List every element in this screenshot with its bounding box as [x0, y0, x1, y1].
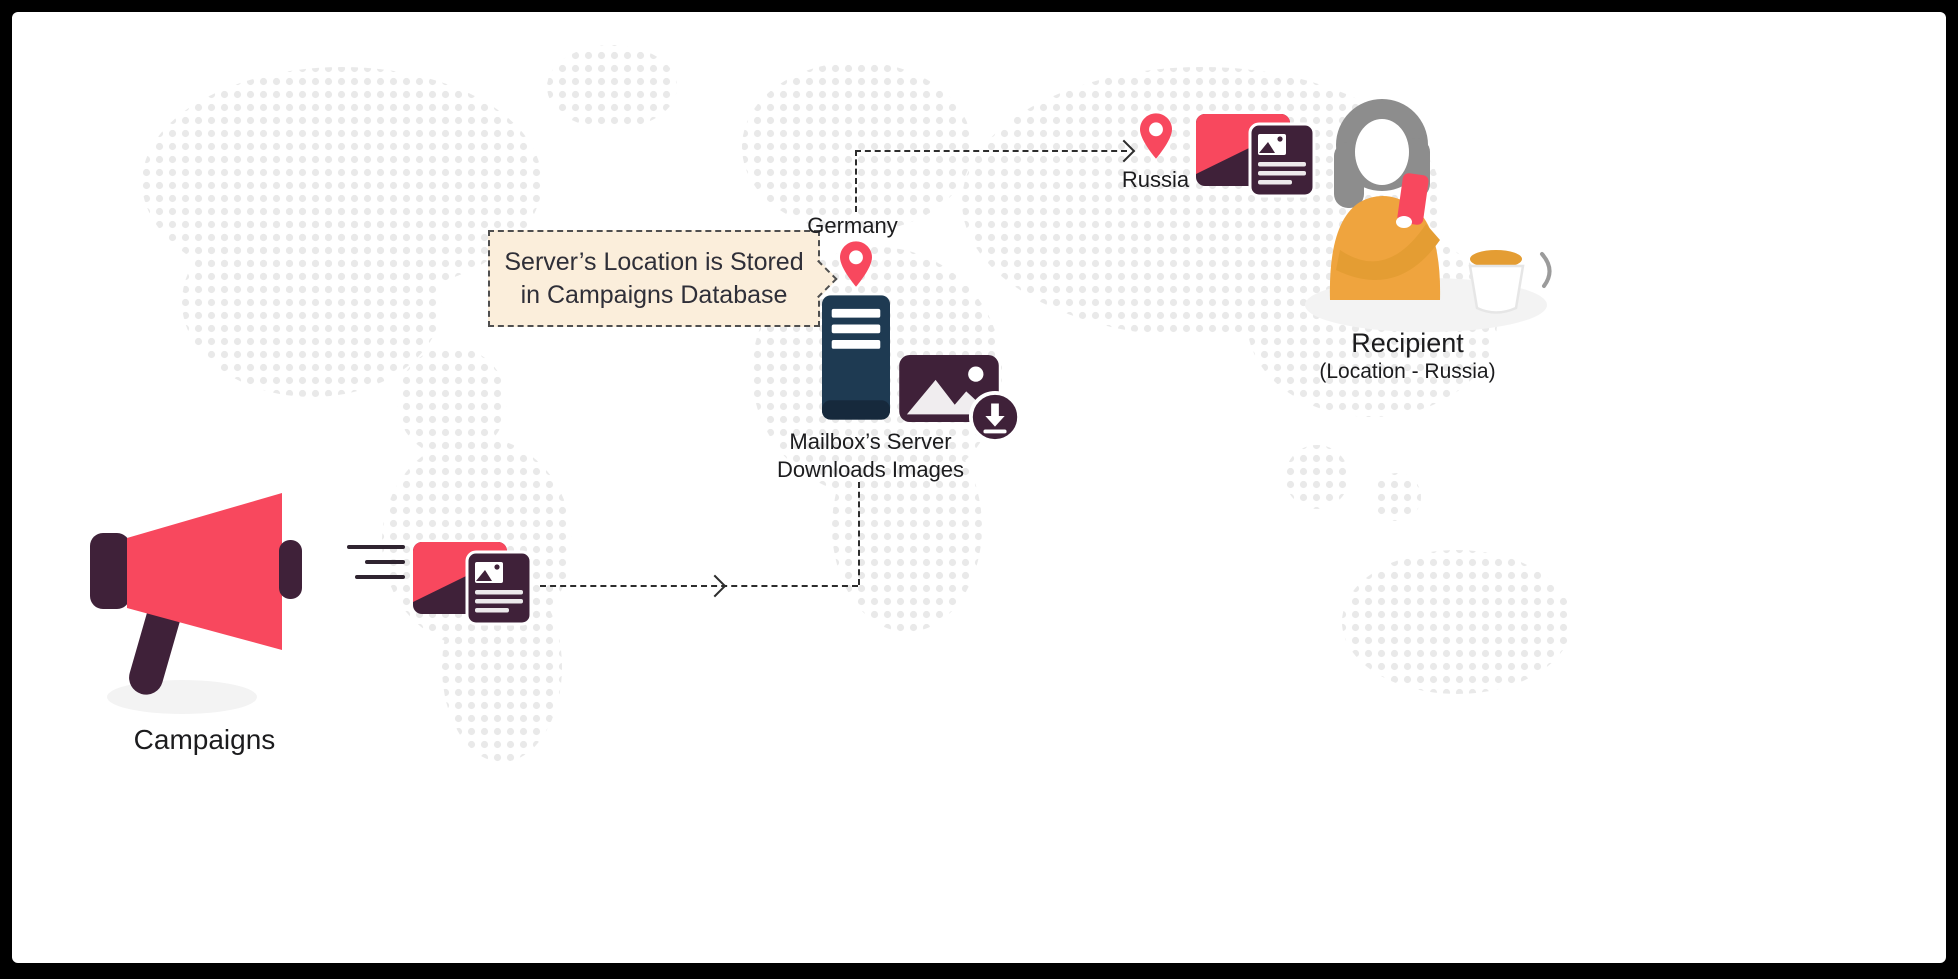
server-caption: Mailbox’s Server Downloads Images	[748, 428, 993, 483]
server-location-callout: Server’s Location is Stored in Campaigns…	[488, 230, 838, 327]
arrow-campaign-to-server-vertical	[858, 482, 860, 585]
campaigns-label: Campaigns	[133, 724, 276, 755]
recipient-label: Recipient	[1351, 328, 1464, 358]
download-badge-icon	[968, 390, 1022, 444]
germany-label: Germany	[807, 213, 898, 238]
world-map-dotted-background	[142, 45, 1572, 762]
arrow-server-to-russia-horizontal	[855, 150, 1127, 152]
germany-map-pin-icon	[840, 241, 872, 287]
speed-lines-icon	[345, 545, 405, 579]
arrow-campaign-to-server-horizontal	[540, 585, 858, 587]
server-caption-line2: Downloads Images	[776, 456, 965, 482]
delivered-email-envelope-icon	[1196, 114, 1316, 198]
russia-label: Russia	[1121, 167, 1190, 192]
callout-line1: Server’s Location is Stored	[504, 248, 804, 276]
server-tower-icon	[822, 295, 890, 420]
callout-line2: in Campaigns Database	[520, 280, 788, 309]
arrow-server-to-russia-vertical	[855, 150, 857, 212]
russia-map-pin-icon	[1140, 113, 1172, 159]
diagram-canvas: Campaigns Server’s Location is Stored i	[12, 12, 1946, 963]
server-caption-line1: Mailbox’s Server	[789, 429, 952, 454]
recipient-sublabel: (Location - Russia)	[1319, 360, 1496, 383]
campaign-email-envelope-icon	[413, 542, 533, 626]
megaphone-icon	[90, 493, 302, 714]
woman-with-phone-icon	[1305, 99, 1552, 332]
coffee-cup-icon	[1470, 250, 1522, 268]
